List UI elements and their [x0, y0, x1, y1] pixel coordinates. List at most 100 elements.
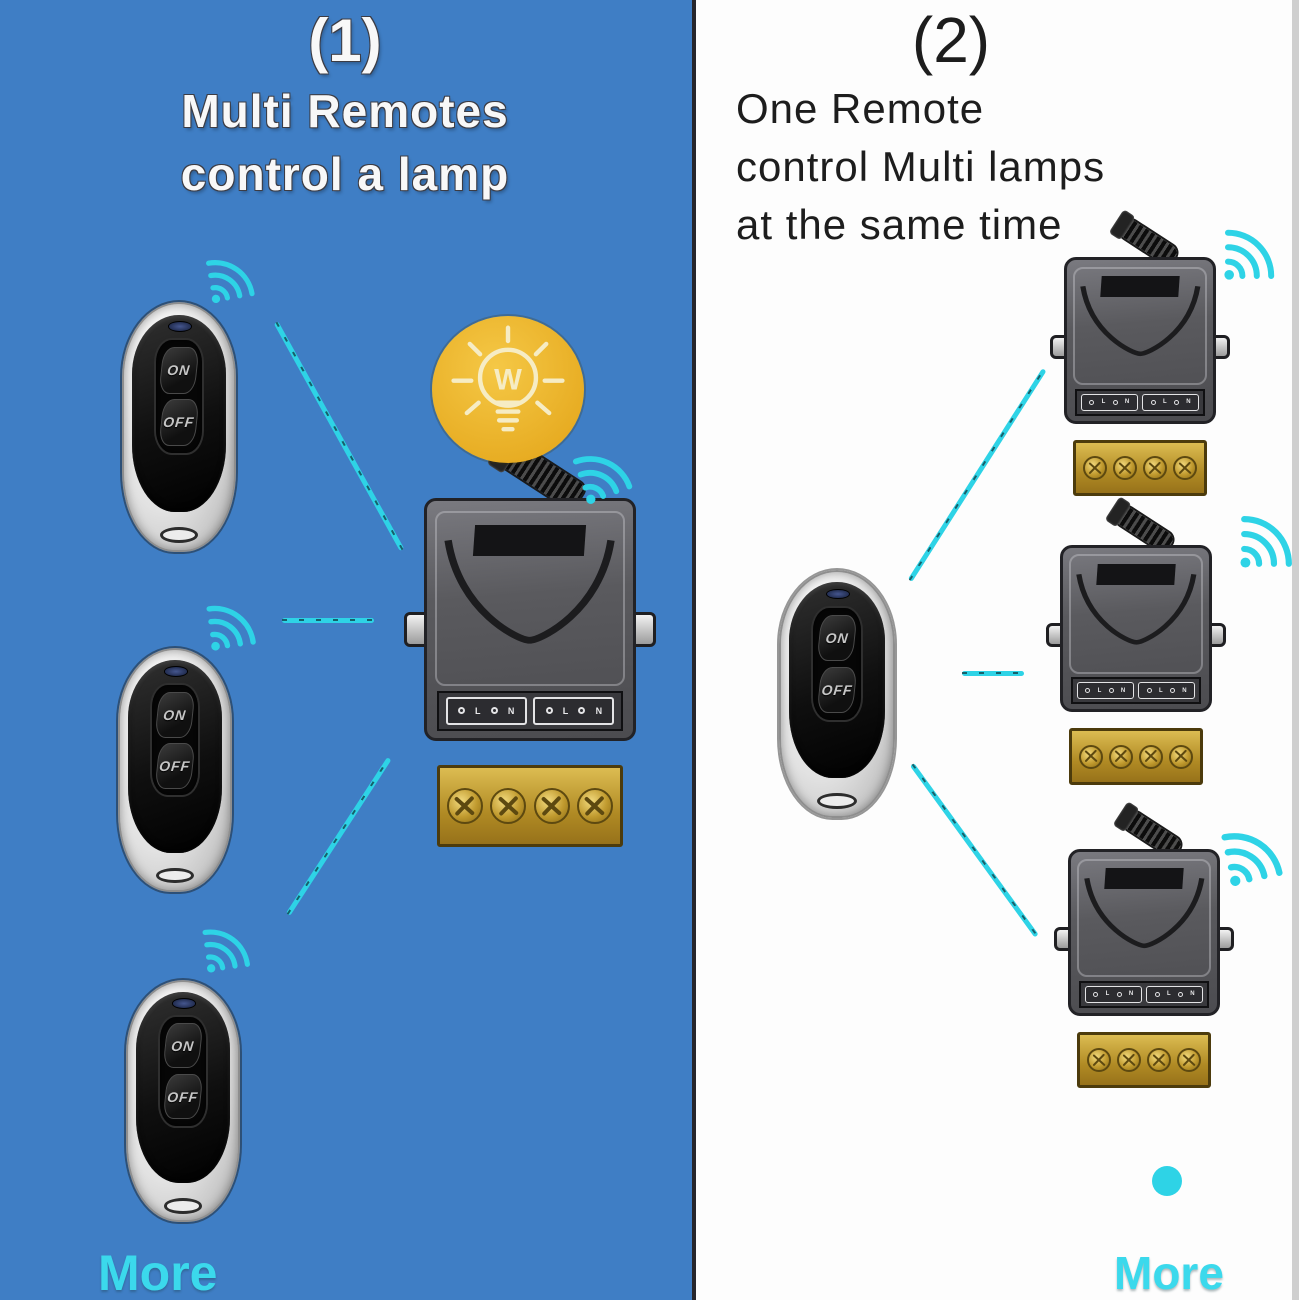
terminal-screw — [447, 787, 484, 824]
screw-symbol — [1116, 991, 1122, 997]
remote-led — [825, 588, 851, 600]
right-section-number: (2) — [911, 4, 991, 76]
remote-keyring-hole — [159, 527, 199, 544]
wiring-diagram-strip: L N L N — [437, 690, 623, 732]
screw-symbol — [1108, 688, 1114, 694]
remote-face: ON OFF — [132, 314, 226, 512]
screw-symbol — [1177, 991, 1183, 997]
screw-symbol — [1146, 688, 1152, 694]
remote-led — [167, 320, 193, 332]
remote-control: ON OFF — [126, 980, 240, 1222]
terminal-screw — [576, 787, 613, 824]
terminal-diagram-cell: L N — [1084, 985, 1142, 1003]
antenna-wire-arch — [1075, 284, 1206, 364]
terminal-screw — [1147, 1047, 1172, 1072]
receiver-switch: L N L N — [1054, 808, 1234, 1088]
terminal-letter: N — [507, 705, 515, 716]
terminal-screw — [1108, 744, 1133, 769]
screw-symbol — [1150, 399, 1156, 405]
remote-face: ON OFF — [128, 660, 222, 853]
remote-off-button: OFF — [816, 666, 858, 713]
terminal-diagram-cell: L N — [1076, 681, 1134, 700]
remote-button-pad: ON OFF — [159, 1016, 207, 1126]
screw-symbol — [1085, 688, 1091, 694]
screw-symbol — [1093, 991, 1099, 997]
terminal-diagram-cell: L N — [445, 696, 527, 725]
wiring-diagram-strip: L N L N — [1078, 980, 1210, 1008]
terminal-screw — [490, 787, 527, 824]
screw-symbol — [490, 707, 498, 715]
left-title-block: (1) Multi Remotes control a lamp — [45, 2, 645, 206]
terminal-letter: L — [1097, 687, 1102, 694]
receiver-body: L N L N — [1068, 849, 1220, 1016]
wifi-signal-icon — [1238, 508, 1299, 570]
remote-control: ON OFF — [118, 648, 232, 892]
remote-button-pad: ON OFF — [151, 685, 199, 796]
terminal-screw — [533, 787, 570, 824]
right-title-block: (2) One Remote control Multi lamps at th… — [736, 0, 1166, 254]
wifi-signal-icon — [202, 246, 262, 306]
terminal-screw — [1169, 744, 1194, 769]
receiver-body: L N L N — [1060, 544, 1212, 713]
remote-keyring-hole — [155, 867, 195, 884]
remote-on-button: ON — [162, 1023, 204, 1069]
terminal-diagram-cell: L N — [1146, 985, 1203, 1003]
signal-line — [282, 618, 374, 623]
signal-line — [962, 671, 1024, 676]
remote-on-button: ON — [816, 614, 858, 661]
wifi-signal-icon — [1222, 222, 1282, 282]
terminal-letter: N — [595, 705, 603, 716]
terminal-block — [1073, 439, 1207, 496]
terminal-letter: N — [1128, 991, 1134, 998]
left-section-number: (1) — [308, 7, 382, 74]
terminal-letter: L — [562, 705, 569, 716]
terminal-letter: L — [1166, 991, 1171, 998]
terminal-block — [436, 764, 624, 847]
remote-led — [163, 666, 189, 678]
antenna-wire-arch — [1079, 876, 1210, 956]
screw-symbol — [1112, 399, 1118, 405]
terminal-screw — [1112, 455, 1137, 480]
remote-face: ON OFF — [136, 992, 230, 1184]
terminal-diagram-cell: L N — [1138, 681, 1195, 700]
antenna-wire-arch — [437, 537, 622, 656]
wifi-signal-icon — [199, 917, 258, 976]
remote-control: ON OFF — [779, 570, 895, 818]
remote-on-button: ON — [158, 346, 200, 394]
receiver-body: L N L N — [1064, 257, 1216, 424]
remote-off-button: OFF — [162, 1074, 204, 1120]
right-title-line-1: One Remote — [736, 85, 985, 132]
right-title-line-3: at the same time — [736, 201, 1063, 248]
terminal-screw — [1082, 455, 1107, 480]
antenna-wire-arch — [1071, 572, 1202, 653]
image-edge — [1292, 0, 1299, 1300]
left-title-line-1: Multi Remotes — [181, 85, 509, 137]
remote-face: ON OFF — [789, 582, 885, 779]
terminal-screw — [1116, 1047, 1141, 1072]
terminal-letter: N — [1120, 687, 1126, 694]
screw-symbol — [578, 707, 586, 715]
terminal-letter: L — [1162, 399, 1167, 406]
terminal-diagram-cell: L N — [1142, 393, 1199, 411]
terminal-letter: L — [475, 705, 481, 716]
terminal-letter: L — [1105, 991, 1110, 998]
terminal-screw — [1139, 744, 1164, 769]
terminal-letter: N — [1124, 399, 1130, 406]
right-title-line-2: control Multi lamps — [736, 143, 1106, 190]
remote-on-button: ON — [154, 691, 196, 738]
remote-keyring-hole — [163, 1197, 203, 1214]
remote-off-button: OFF — [158, 399, 200, 447]
terminal-screw — [1173, 455, 1198, 480]
terminal-letter: N — [1190, 991, 1195, 998]
terminal-block — [1077, 1031, 1211, 1088]
terminal-screw — [1078, 744, 1103, 769]
terminal-block — [1069, 728, 1203, 785]
panel-divider — [692, 0, 696, 1300]
wifi-signal-icon — [1216, 814, 1292, 890]
screw-symbol — [1089, 399, 1095, 405]
remote-off-button: OFF — [154, 743, 196, 789]
wiring-diagram-strip: L N L N — [1074, 388, 1206, 416]
left-title-line-2: control a lamp — [180, 148, 510, 200]
wifi-signal-icon — [203, 593, 264, 654]
